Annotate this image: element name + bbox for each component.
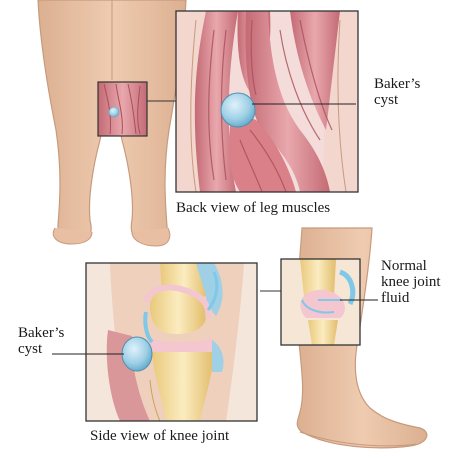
caption-side-view: Side view of knee joint [90, 428, 230, 444]
back-view-panel [175, 10, 359, 193]
label-bakers-cyst-back: Baker’s cyst [374, 76, 421, 108]
side-leg [260, 227, 428, 449]
back-legs [37, 0, 187, 247]
cyst-back [220, 92, 256, 128]
label-bakers-cyst-side: Baker’s cyst [18, 325, 65, 357]
side-view-panel [52, 262, 258, 422]
cyst-side [121, 336, 153, 372]
label-normal-knee-fluid: Normal knee joint fluid [381, 258, 441, 306]
caption-back-view: Back view of leg muscles [176, 200, 331, 216]
